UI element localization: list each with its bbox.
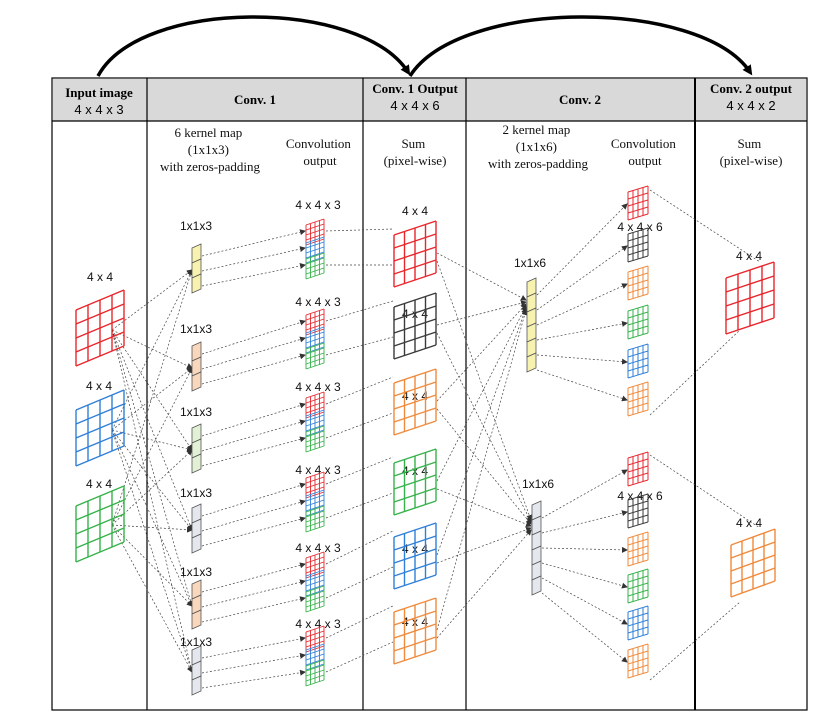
conv1-stack-green [305, 505, 325, 533]
subheader-conv-out2: Convolution output [611, 136, 679, 168]
conv2-out-grid-bottom [627, 493, 649, 529]
conv1-stack-label: 4 x 4 x 3 [295, 617, 341, 631]
conv1-stack-green [305, 585, 325, 613]
conv1-stack-red [305, 391, 325, 419]
kernel2-label: 1x1x6 [514, 256, 546, 270]
conv2-out-grid-bottom [627, 531, 649, 567]
conv1-stack-green [305, 342, 325, 370]
input-grid-label: 4 x 4 [86, 477, 112, 491]
conv1-stack-red [305, 551, 325, 579]
conv2-out-grid-bottom [627, 605, 649, 641]
sub-headers: 6 kernel map (1x1x3) with zeros-padding … [160, 122, 782, 174]
kernel2-stack-grey [531, 500, 542, 596]
output-grid-orange [730, 528, 776, 598]
header-conv2-output-title: Conv. 2 output [710, 81, 793, 96]
sum-grid [393, 368, 437, 436]
header-band: Input image 4 x 4 x 3 Conv. 1 Conv. 1 Ou… [52, 78, 807, 122]
conv1-stack-red [305, 471, 325, 499]
kernel1-stack [191, 503, 202, 554]
input-grid-blue [75, 389, 125, 467]
conv2-out-grid-top [627, 304, 649, 340]
conv1-stack-label: 4 x 4 x 3 [295, 380, 341, 394]
sum-grid [393, 448, 437, 516]
conv1-stack-label: 4 x 4 x 3 [295, 295, 341, 309]
output-grid-label: 4 x 4 [736, 249, 762, 263]
subheader-sum2: Sum (pixel-wise) [720, 136, 783, 168]
conv2-out-grid-top [627, 265, 649, 301]
header-conv1-output-dims: 4 x 4 x 6 [390, 98, 439, 113]
header-conv1-title: Conv. 1 [234, 92, 276, 107]
sum-grid [393, 220, 437, 288]
kernel2-stack-yellow [526, 277, 537, 373]
input-grid-red [75, 289, 125, 367]
kernel1-label: 1x1x3 [180, 405, 212, 419]
conv1-stack-label: 4 x 4 x 3 [295, 198, 341, 212]
input-grid-label: 4 x 4 [87, 270, 113, 284]
output-grid-label: 4 x 4 [736, 516, 762, 530]
kernel1-label: 1x1x3 [180, 322, 212, 336]
header-conv2-output-dims: 4 x 4 x 2 [726, 98, 775, 113]
subheader-conv-out1: Convolution output [286, 136, 354, 168]
kernel1-label: 1x1x3 [180, 635, 212, 649]
subheader-sum1: Sum (pixel-wise) [384, 136, 447, 168]
conv1-stack-green [305, 252, 325, 280]
header-conv1-output-title: Conv. 1 Output [372, 81, 458, 96]
kernel2-label: 1x1x6 [522, 477, 554, 491]
sum-grid-label: 4 x 4 [402, 204, 428, 218]
flow-arrow-conv1-output-to-conv2-output [408, 15, 753, 77]
kernel1-label: 1x1x3 [180, 219, 212, 233]
conv2-out-grid-top [627, 227, 649, 263]
conv2-out-grid-bottom [627, 451, 649, 487]
connector-lines [111, 189, 761, 689]
conv2-out-grid-top [627, 381, 649, 417]
header-input-title: Input image [65, 85, 133, 100]
conv2-out-grid-top [627, 185, 649, 221]
conv1-stack-label: 4 x 4 x 3 [295, 463, 341, 477]
subheader-kernel1: 6 kernel map (1x1x3) with zeros-padding [160, 125, 261, 174]
sum-grid [393, 292, 437, 360]
conv1-stack-green [305, 659, 325, 687]
diagram-elements: 4 x 4 4 x 4 4 x 4 1x1x3 1x1x3 1x1x3 1x1x3 1x1x3… [75, 185, 776, 696]
conv2-out-grid-bottom [627, 568, 649, 604]
input-grid-green [75, 485, 125, 563]
sum-grid [393, 597, 437, 665]
conv1-stack-green [305, 425, 325, 453]
header-conv2-title: Conv. 2 [559, 92, 601, 107]
conv2-stack-label: 4 x 4 x 6 [617, 220, 663, 234]
conv2-out-grid-top [627, 343, 649, 379]
kernel1-stack [191, 341, 202, 392]
conv2-out-grid-bottom [627, 643, 649, 679]
header-input-dims: 4 x 4 x 3 [74, 102, 123, 117]
flow-arrow-input-to-conv1-output [96, 15, 411, 77]
output-grid-red [725, 261, 775, 335]
sum-grid [393, 522, 437, 590]
kernel1-stack [191, 645, 202, 696]
kernel1-label: 1x1x3 [180, 565, 212, 579]
conv1-stack-red [305, 308, 325, 336]
kernel1-stack [191, 423, 202, 474]
flow-arrows [96, 15, 753, 77]
kernel1-label: 1x1x3 [180, 486, 212, 500]
subheader-kernel2: 2 kernel map (1x1x6) with zeros-padding [488, 122, 589, 171]
input-grid-label: 4 x 4 [86, 379, 112, 393]
kernel1-stack [191, 243, 202, 294]
kernel1-stack [191, 579, 202, 630]
conv1-stack-label: 4 x 4 x 3 [295, 541, 341, 555]
